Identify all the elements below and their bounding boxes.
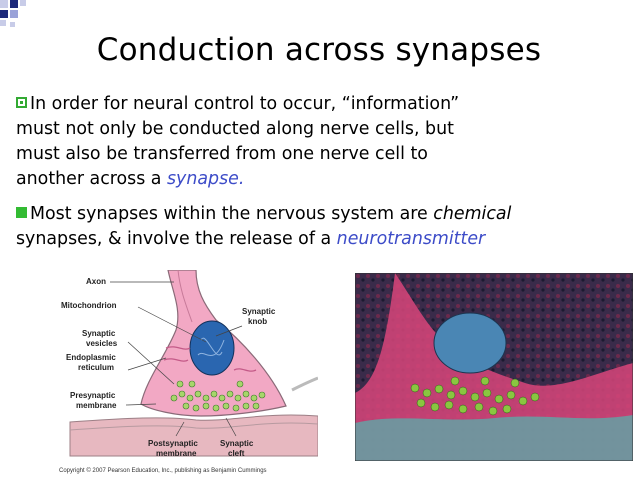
bullet-paragraph-1: In order for neural control to occur, “i… — [16, 92, 626, 192]
bullet-text: In order for neural control to occur, “i… — [30, 94, 460, 114]
synapse-diagram: Axon Mitochondrion Synaptic vesicles End… — [59, 270, 318, 474]
slide-title: Conduction across synapses — [96, 32, 542, 68]
label-axon: Axon — [86, 277, 106, 286]
label-synaptic-cleft-2: cleft — [228, 449, 245, 458]
label-synaptic-knob-2: knob — [248, 317, 267, 326]
bullet-text: synapses, & involve the release of a — [16, 229, 337, 249]
bullet-line: must not only be conducted along nerve c… — [16, 119, 454, 139]
bullet-text: Most synapses within the nervous system … — [30, 204, 434, 224]
bullet-paragraph-2: Most synapses within the nervous system … — [16, 202, 626, 252]
label-postsynaptic-membrane: Postsynaptic — [148, 439, 198, 448]
synapse-micrograph — [355, 273, 633, 461]
label-endoplasmic-reticulum: Endoplasmic — [66, 353, 116, 362]
figure-copyright: Copyright © 2007 Pearson Education, Inc.… — [59, 467, 267, 474]
corner-decoration — [0, 0, 26, 27]
bullet-line: In order for neural control to occur, “i… — [16, 92, 626, 117]
bullet-line: another across a synapse. — [16, 167, 626, 192]
label-presynaptic-membrane: Presynaptic — [70, 391, 116, 400]
label-synaptic-cleft: Synaptic — [220, 439, 254, 448]
filled-square-bullet-icon — [16, 207, 27, 218]
label-synaptic-knob: Synaptic — [242, 307, 276, 316]
bullet-text: another across a — [16, 169, 167, 189]
label-presynaptic-membrane-2: membrane — [76, 401, 117, 410]
bullet-line: must also be transferred from one nerve … — [16, 144, 428, 164]
label-mitochondrion: Mitochondrion — [61, 301, 117, 310]
label-postsynaptic-membrane-2: membrane — [156, 449, 197, 458]
bullet-line: Most synapses within the nervous system … — [16, 202, 626, 227]
label-synaptic-vesicles: Synaptic — [82, 329, 116, 338]
label-synaptic-vesicles-2: vesicles — [86, 339, 118, 348]
bullet-line: synapses, & involve the release of a neu… — [16, 227, 626, 252]
term-synapse: synapse. — [167, 169, 245, 189]
label-endoplasmic-reticulum-2: reticulum — [78, 363, 114, 372]
term-chemical: chemical — [433, 204, 512, 224]
hollow-square-bullet-icon — [16, 97, 27, 108]
term-neurotransmitter: neurotransmitter — [336, 229, 486, 249]
